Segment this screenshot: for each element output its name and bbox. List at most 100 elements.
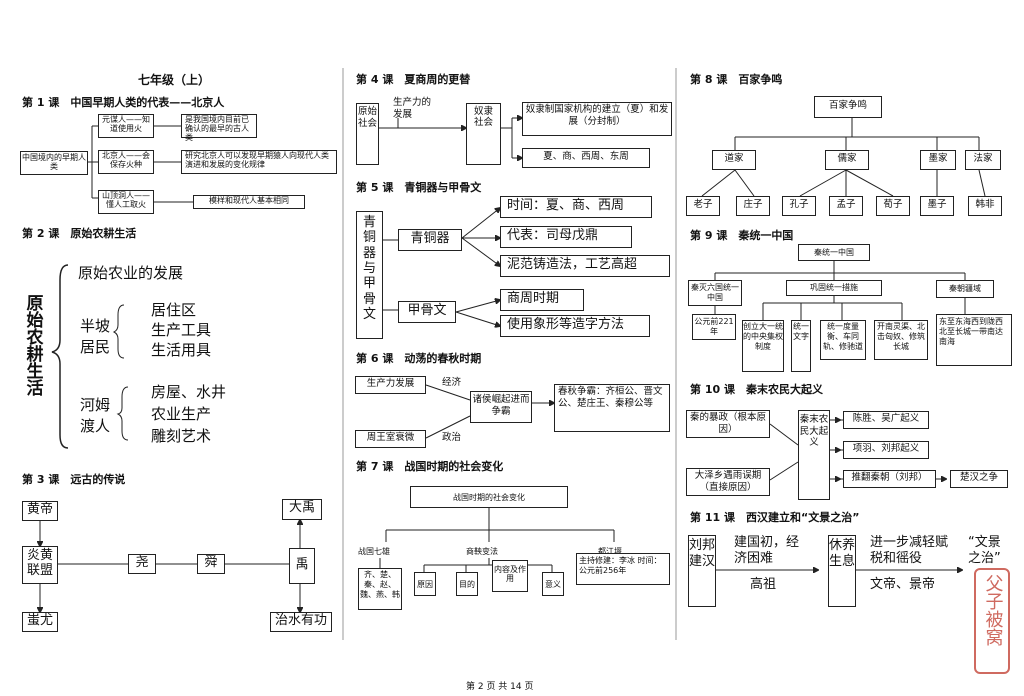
l2-banpo-item-3: 生活用具 — [151, 341, 212, 359]
l2-banpo-label: 半坡居民 — [80, 317, 111, 356]
l11-root: 刘邦建汉 — [688, 535, 716, 607]
l3-chiyou: 蚩尤 — [22, 612, 58, 632]
red-seal-stamp: 父子被窝 — [974, 568, 1010, 674]
l1-shandingdong-node: 山顶洞人——懂人工取火 — [98, 190, 154, 214]
page-footer: 第 2 页 共 14 页 — [466, 682, 534, 692]
l11-mid: 休养生息 — [828, 535, 856, 607]
l4-root: 原始社会 — [356, 103, 379, 165]
l5-root: 青铜器与甲骨文 — [356, 211, 383, 339]
lesson-2-title: 第 2 课 原始农耕生活 — [22, 227, 137, 240]
lesson-4-title: 第 4 课 夏商周的更替 — [356, 73, 471, 86]
l1-shandingdong-desc: 模样和现代人基本相同 — [193, 195, 305, 209]
lesson-9-title: 第 9 课 秦统一中国 — [690, 229, 794, 242]
l11-t2: 高祖 — [750, 577, 777, 592]
l10-r4: 楚汉之争 — [950, 470, 1008, 488]
l6-econ-label: 经济 — [442, 377, 462, 388]
l8-school-mo: 墨家 — [920, 150, 956, 170]
lesson-8-title: 第 8 课 百家争鸣 — [690, 73, 783, 86]
l1-beijing-node: 北京人——会保存火种 — [98, 150, 154, 174]
l9-b2-item-2: 统一文字 — [791, 320, 811, 372]
l8-school-fa: 法家 — [965, 150, 1001, 170]
l7-sy-item-3: 内容及作用 — [492, 560, 528, 592]
l2-hemudu-item-2: 农业生产 — [151, 405, 212, 423]
l6-mid: 诸侯崛起进而争霸 — [470, 391, 532, 423]
grade-title: 七年级（上） — [138, 73, 211, 87]
l5-q-item-1: 时间：夏、商、西周 — [500, 196, 652, 218]
l3-yanhuang: 炎黄联盟 — [22, 546, 58, 584]
l9-b3-text: 东至东海西到陇西北至长城一带南达南海 — [936, 314, 1012, 366]
l2-root-label: 原始农耕生活 — [22, 294, 43, 396]
l10-mid: 秦末农民大起义 — [798, 410, 830, 500]
l6-zhouwangshi: 周王室衰微 — [355, 430, 426, 448]
l3-zhishui: 治水有功 — [270, 612, 332, 632]
l7-sy-item-2: 目的 — [456, 572, 478, 596]
l8-school-dao: 道家 — [712, 150, 756, 170]
l4-mid: 生产力的发展 — [393, 97, 432, 120]
l1-yuanmou-desc: 是我国境内目前已确认的最早的古人类 — [181, 114, 257, 142]
l5-qingtongqi: 青铜器 — [398, 229, 462, 251]
l3-yu: 禹 — [289, 548, 315, 584]
l6-shengchanli: 生产力发展 — [355, 376, 426, 394]
l9-b2-item-1: 创立大一统的中央集权制度 — [742, 320, 784, 372]
l7-qixiong: 战国七雄 — [358, 547, 390, 556]
l7-sy-item-1: 原因 — [414, 572, 436, 596]
lesson-3-title: 第 3 课 远古的传说 — [22, 473, 126, 486]
l4-r1: 奴隶制国家机构的建立（夏）和发展（分封制） — [522, 102, 672, 136]
l9-root: 秦统一中国 — [798, 244, 870, 261]
l5-j-item-2: 使用象形等造字方法 — [500, 315, 650, 337]
l8-person-xunzi: 荀子 — [876, 196, 910, 216]
lesson-10-title: 第 10 课 秦末农民大起义 — [690, 383, 823, 396]
l10-c1: 秦的暴政（根本原因） — [686, 410, 770, 438]
l6-right: 春秋争霸：齐桓公、晋文公、楚庄王、秦穆公等 — [554, 384, 670, 432]
l2-hemudu-label: 河姆渡人 — [80, 396, 111, 435]
lesson-6-title: 第 6 课 动荡的春秋时期 — [356, 352, 482, 365]
l5-q-item-2: 代表：司母戊鼎 — [500, 226, 632, 248]
l4-r2: 夏、商、西周、东周 — [522, 148, 650, 168]
l7-shangyang: 商鞅变法 — [466, 547, 498, 556]
l8-school-ru: 儒家 — [825, 150, 869, 170]
l11-t4: 文帝、景帝 — [870, 577, 936, 592]
l8-root: 百家争鸣 — [814, 96, 882, 118]
l9-b1: 秦灭六国统一中国 — [688, 280, 742, 306]
l11-end: “文景之治” — [968, 535, 1001, 566]
l10-r2: 项羽、刘邦起义 — [843, 441, 929, 459]
l5-q-item-3: 泥范铸造法，工艺高超 — [500, 255, 670, 277]
l8-person-kongzi: 孔子 — [782, 196, 816, 216]
l8-person-zhuangzi: 庄子 — [736, 196, 770, 216]
lesson-5-title: 第 5 课 青铜器与甲骨文 — [356, 181, 482, 194]
l1-root-node: 中国境内的早期人类 — [20, 151, 88, 175]
l8-person-hanfei: 韩非 — [968, 196, 1002, 216]
l2-banpo-item-2: 生产工具 — [151, 321, 212, 339]
l2-hemudu-item-1: 房屋、水井 — [151, 383, 227, 401]
l10-c2: 大泽乡遇雨误期（直接原因） — [686, 468, 770, 496]
l3-shun: 舜 — [197, 554, 225, 574]
l2-banpo-item-1: 居住区 — [151, 301, 197, 319]
l5-j-item-1: 商周时期 — [500, 289, 584, 311]
l2-top-item: 原始农业的发展 — [78, 264, 184, 282]
l5-jiaguwen: 甲骨文 — [398, 301, 456, 323]
l10-r3: 推翻秦朝（刘邦） — [843, 470, 936, 488]
lesson-11-title: 第 11 课 西汉建立和“文景之治” — [690, 511, 860, 524]
l9-b3: 秦朝疆域 — [936, 280, 994, 298]
l1-beijing-desc: 研究北京人可以发现早期猿人向现代人类演进和发展的变化规律 — [181, 150, 337, 174]
l3-huangdi: 黄帝 — [22, 501, 58, 521]
l7-sy-item-4: 意义 — [542, 572, 564, 596]
l9-b2: 巩固统一措施 — [786, 280, 882, 296]
l7-dujiangyan: 都江堰 — [598, 547, 622, 556]
l2-hemudu-item-3: 雕刻艺术 — [151, 427, 212, 445]
l11-t3: 进一步减轻赋税和徭役 — [870, 535, 949, 566]
l10-r1: 陈胜、吴广起义 — [843, 411, 929, 429]
l3-dayu: 大禹 — [282, 499, 322, 520]
l8-person-mengzi: 孟子 — [829, 196, 863, 216]
l9-b2-item-4: 开南灵渠、北击匈奴、修筑长城 — [874, 320, 928, 360]
l11-t1: 建国初，经济困难 — [734, 535, 800, 566]
lesson-7-title: 第 7 课 战国时期的社会变化 — [356, 460, 504, 473]
lesson-1-title: 第 1 课 中国早期人类的代表——北京人 — [22, 96, 225, 109]
l8-person-mozi: 墨子 — [920, 196, 954, 216]
l7-root: 战国时期的社会变化 — [410, 486, 568, 508]
l6-pol-label: 政治 — [442, 432, 462, 443]
l3-yao: 尧 — [128, 554, 156, 574]
l7-qixiong-list: 齐、楚、秦、赵、魏、燕、韩 — [358, 568, 402, 610]
